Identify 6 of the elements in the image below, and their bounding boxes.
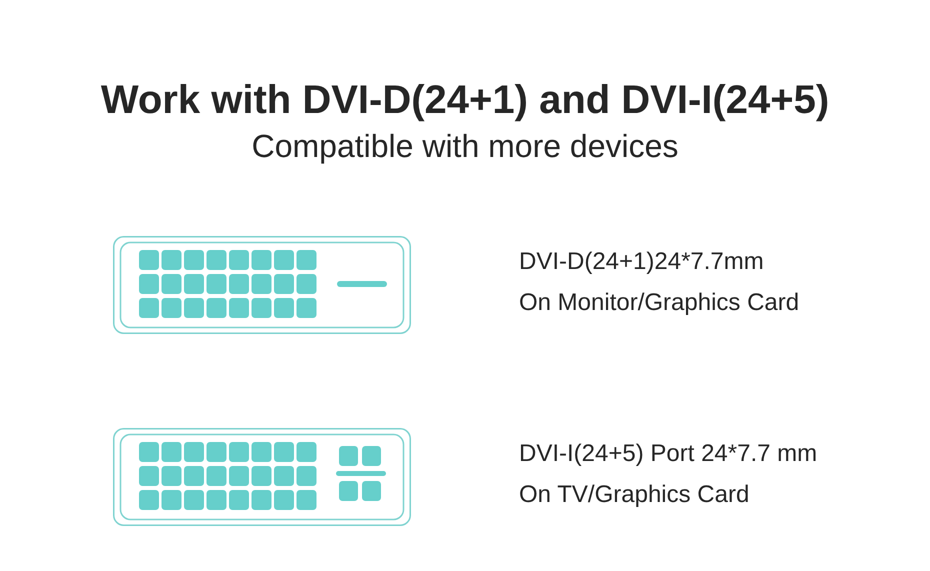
- subtitle: Compatible with more devices: [250, 127, 680, 166]
- port-spec-text: DVI-D(24+1)24*7.7mm: [519, 248, 764, 277]
- port-usage-text: On Monitor/Graphics Card: [519, 289, 800, 318]
- port-usage-text: On TV/Graphics Card: [519, 481, 750, 510]
- port-spec-text: DVI-I(24+5) Port 24*7.7 mm: [519, 440, 818, 469]
- title: Work with DVI-D(24+1) and DVI-I(24+5): [100, 77, 830, 123]
